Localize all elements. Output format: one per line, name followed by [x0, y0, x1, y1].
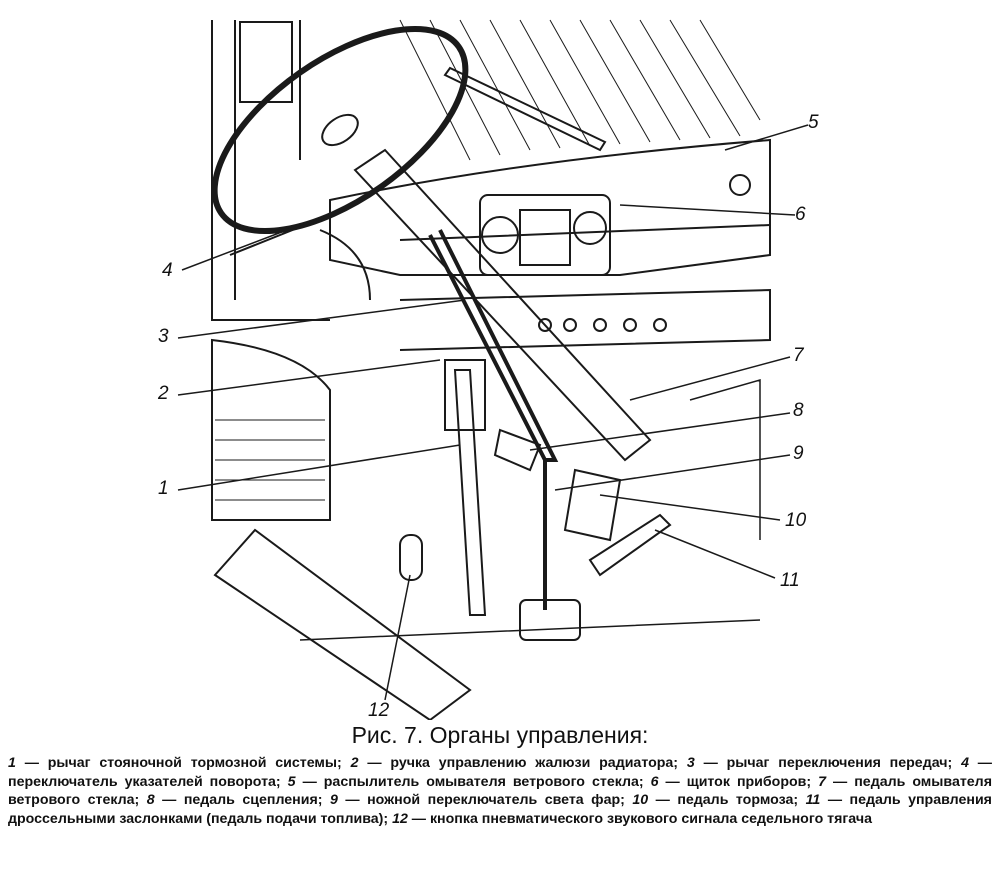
legend-item-11: 11 — педаль управления дроссельными засл…: [8, 792, 992, 827]
callout-10: 10: [785, 510, 807, 531]
seat: [211, 338, 331, 521]
washer-nozzle-knob: [729, 174, 751, 196]
callout-2: 2: [158, 383, 169, 404]
callout-12: 12: [368, 700, 390, 721]
floor-board: [213, 528, 472, 720]
legend-item-7: 7 — педаль омывателя ветрового стекла;: [8, 773, 992, 809]
figure-legend: 1 — рычаг стояночной тормозной системы; …: [8, 754, 992, 828]
legend-item-1: 1 — рычаг стояночной тормозной системы;: [8, 755, 342, 771]
accelerator-pedal: [588, 513, 672, 577]
legend-item-5: 5 — распылитель омывателя ветрового стек…: [287, 773, 644, 790]
steering-column: [353, 148, 652, 462]
callout-1: 1: [158, 478, 169, 499]
seat-hatching: [215, 419, 325, 501]
legend-item-4: 4 — переключатель указателей поворота;: [8, 755, 992, 790]
callout-9: 9: [793, 443, 804, 464]
instrument-cluster: [479, 194, 611, 276]
clutch-pedal: [493, 428, 542, 472]
legend-item-10: 10 — педаль тормоза;: [632, 792, 799, 808]
horn-button: [399, 534, 423, 581]
callout-6: 6: [795, 204, 806, 225]
callout-8: 8: [793, 400, 804, 421]
turn-signal-lever: [229, 214, 371, 301]
legend-item-2: 2 — ручка управлению жалюзи радиатора;: [350, 755, 679, 771]
callout-5: 5: [808, 112, 819, 133]
dashboard: [329, 138, 771, 276]
figure-caption-title: Рис. 7. Органы управления:: [351, 722, 649, 748]
leader-lines: [177, 124, 809, 701]
legend-item-3: 3 — рычаг переключения передач;: [686, 755, 953, 771]
legend-item-9: 9 — ножной переключатель света фар;: [329, 792, 625, 808]
callout-4: 4: [162, 260, 173, 281]
gearshift-boot: [519, 599, 581, 641]
legend-item-6: 6 — щиток приборов;: [650, 773, 812, 790]
wiper: [443, 66, 607, 152]
brake-pedal: [563, 468, 622, 542]
legend-item-8: 8 — педаль сцепления;: [146, 792, 323, 808]
parking-brake-lever: [453, 369, 487, 616]
legend-item-12: 12 — кнопка пневматического звукового си…: [392, 810, 872, 827]
switch-row: [538, 318, 667, 332]
callout-7: 7: [793, 345, 804, 366]
steering-wheel: [211, 25, 469, 235]
callout-3: 3: [158, 326, 169, 347]
mirror: [239, 21, 293, 103]
gearshift-lever: [428, 229, 559, 610]
callout-11: 11: [780, 570, 800, 591]
controls-illustration: [177, 19, 809, 720]
